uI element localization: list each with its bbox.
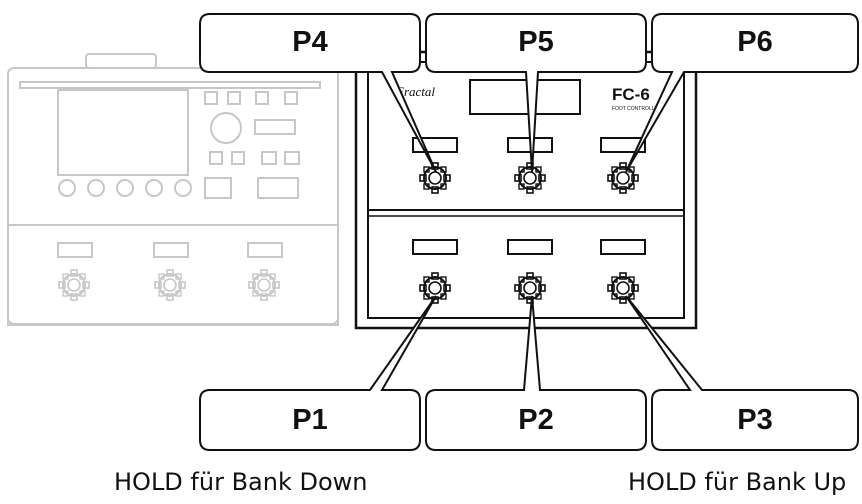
callout-label-p4: P4: [292, 26, 328, 58]
callout-bubble-p3: [625, 295, 859, 451]
faded-unit-buttons: [204, 91, 300, 199]
caption-bank-up: HOLD für Bank Up: [628, 468, 847, 496]
callout-bubble-p5: [425, 13, 647, 173]
fc6-bottom-labels: [412, 239, 646, 255]
callout-bubbles: [199, 13, 859, 451]
faded-unit-main-knob: [210, 112, 242, 144]
faded-unit-top-connector: [85, 53, 157, 69]
callout-bubble-p1: [199, 295, 437, 451]
faded-unit-knobs: [58, 179, 192, 197]
fc6-outer-frame: [354, 50, 698, 330]
callout-label-p1: P1: [292, 404, 328, 436]
callout-bubble-p2: [425, 295, 647, 451]
callout-bubble-p6: [625, 13, 859, 173]
fc6-model-subtitle: FOOT CONTROLLER: [612, 106, 662, 112]
faded-amp-modeler-unit: [7, 53, 339, 326]
faded-unit-footswitch-labels: [57, 242, 283, 258]
faded-unit-lower-panel: [7, 224, 339, 326]
caption-bank-down: HOLD für Bank Down: [114, 468, 368, 496]
faded-unit-display: [57, 89, 189, 176]
callout-label-p6: P6: [737, 26, 773, 58]
fc6-controller: [354, 50, 698, 330]
callout-label-p2: P2: [518, 404, 554, 436]
callout-label-p5: P5: [518, 26, 554, 58]
callout-label-p3: P3: [737, 404, 773, 436]
faded-unit-top-strip: [19, 81, 321, 89]
fc6-brand-logo: Fractal: [395, 84, 435, 99]
fc6-display-window: [469, 79, 581, 115]
faded-unit-footswitches: [58, 269, 280, 301]
fc6-model-name: FC-6: [612, 85, 650, 104]
callout-bubble-p4: [199, 13, 437, 173]
